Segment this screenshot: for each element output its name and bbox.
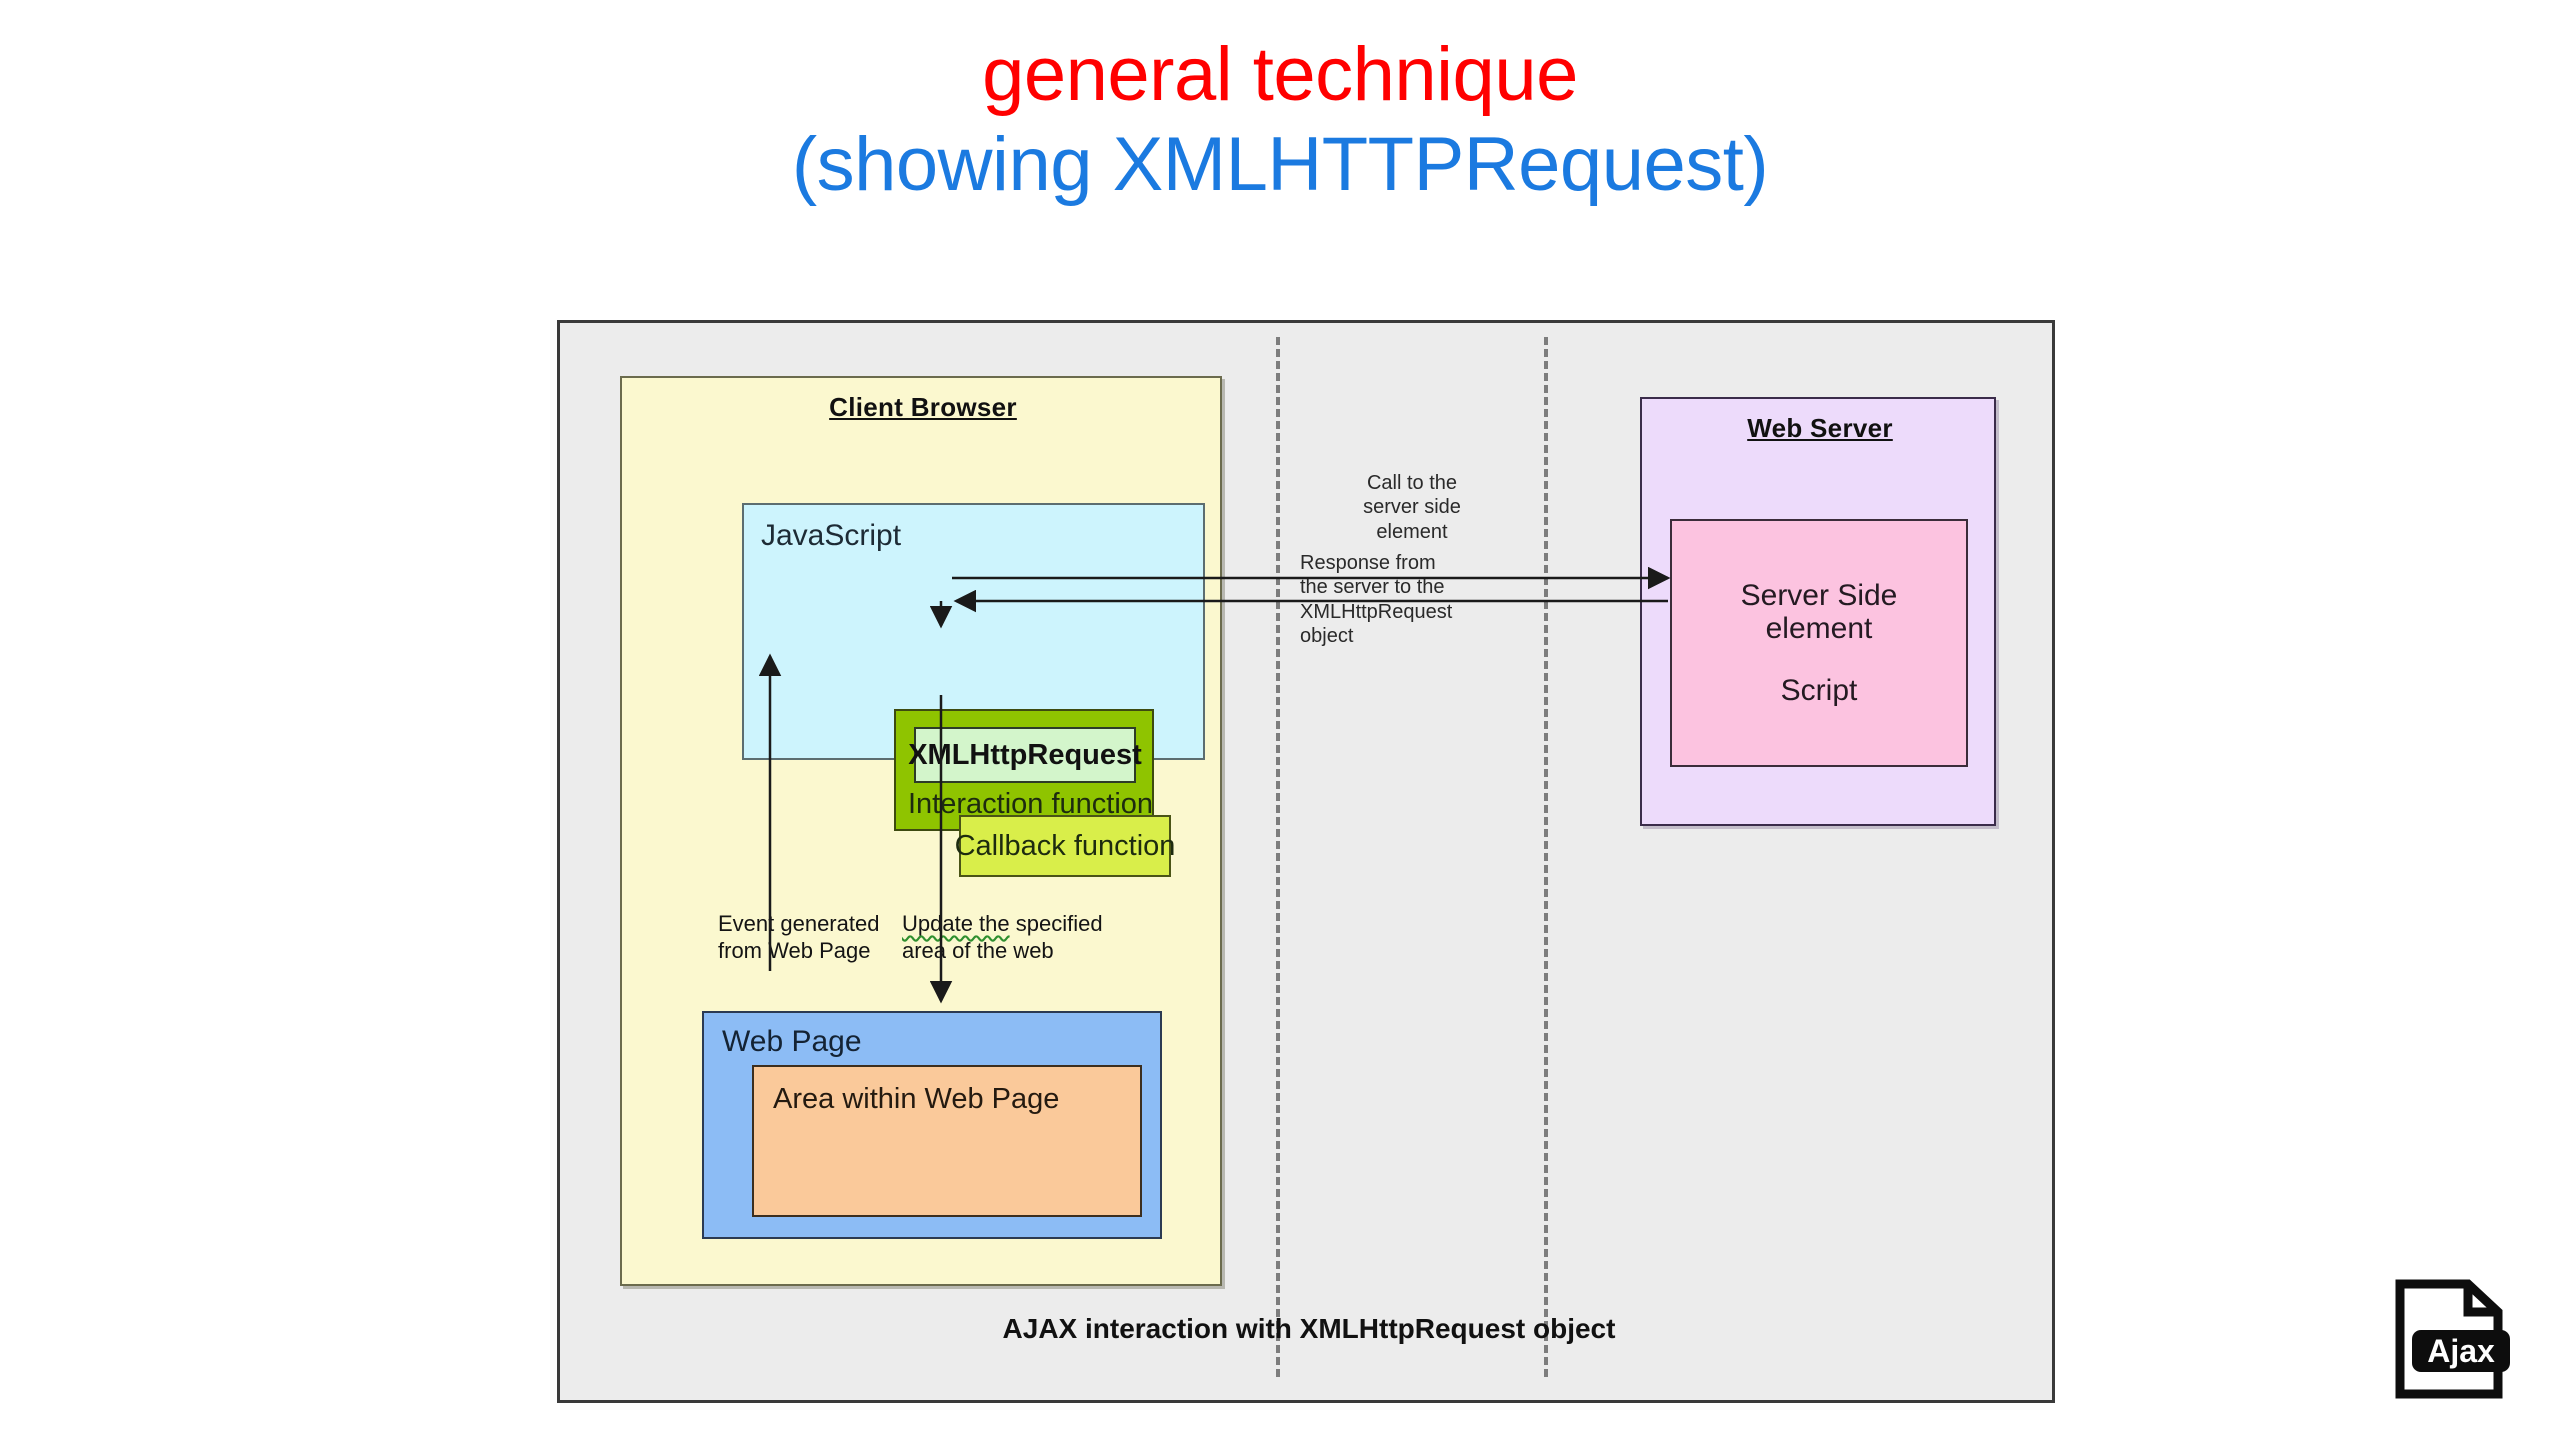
update-area-annotation: Update the specified area of the web (902, 911, 1103, 965)
divider-left-dashed (1276, 337, 1280, 1377)
file-fold-corner (2463, 1284, 2498, 1317)
ajax-badge-label: Ajax (2427, 1333, 2495, 1369)
callback-function-box: Callback function (955, 815, 1175, 877)
client-browser-title: Client Browser (829, 392, 1017, 422)
divider-right-dashed (1544, 337, 1548, 1377)
update-annotation-underlined: Update the (902, 911, 1010, 936)
title-line-1: general technique (982, 32, 1578, 117)
event-generated-annotation: Event generated from Web Page (718, 911, 880, 963)
ajax-badge (2412, 1330, 2510, 1372)
callback-function-label: Callback function (954, 829, 1176, 862)
title-line-2: (showing XMLHTTPRequest) (791, 121, 1769, 207)
ajax-file-icon: Ajax (2395, 1279, 2510, 1399)
server-side-element-label: Server Side element (1740, 578, 1898, 646)
diagram-caption: AJAX interaction with XMLHttpRequest obj… (1002, 1313, 1616, 1344)
xmlhttprequest-label: XMLHttpRequest (908, 738, 1142, 771)
web-server-title: Web Server (1747, 413, 1893, 443)
response-from-server-annotation: Response from the server to the XMLHttpR… (1300, 552, 1453, 648)
xmlhttprequest-box: XMLHttpRequest (908, 727, 1142, 783)
client-browser-panel: Client Browser JavaScript Interaction fu… (620, 376, 1222, 1286)
area-within-web-page-box: Area within Web Page (752, 1065, 1142, 1217)
web-page-panel: Web Page Area within Web Page (702, 1011, 1162, 1239)
update-annotation-rest: specified area of the web (902, 911, 1103, 963)
javascript-label: JavaScript (761, 519, 902, 552)
ajax-diagram: Client Browser JavaScript Interaction fu… (557, 320, 2055, 1403)
server-script-label: Script (1780, 673, 1858, 707)
server-side-element-box: Server Side element Script (1670, 519, 1968, 767)
page-title: general technique (showing XMLHTTPReques… (0, 30, 2560, 209)
javascript-panel: JavaScript Interaction function XMLHttpR… (742, 503, 1205, 877)
area-within-web-page-label: Area within Web Page (773, 1083, 1060, 1115)
web-page-label: Web Page (722, 1025, 862, 1058)
interaction-function-label: Interaction function (908, 788, 1154, 820)
call-to-server-annotation: Call to the server side element (1363, 472, 1461, 543)
web-server-panel: Web Server Server Side element Script (1640, 397, 1996, 826)
